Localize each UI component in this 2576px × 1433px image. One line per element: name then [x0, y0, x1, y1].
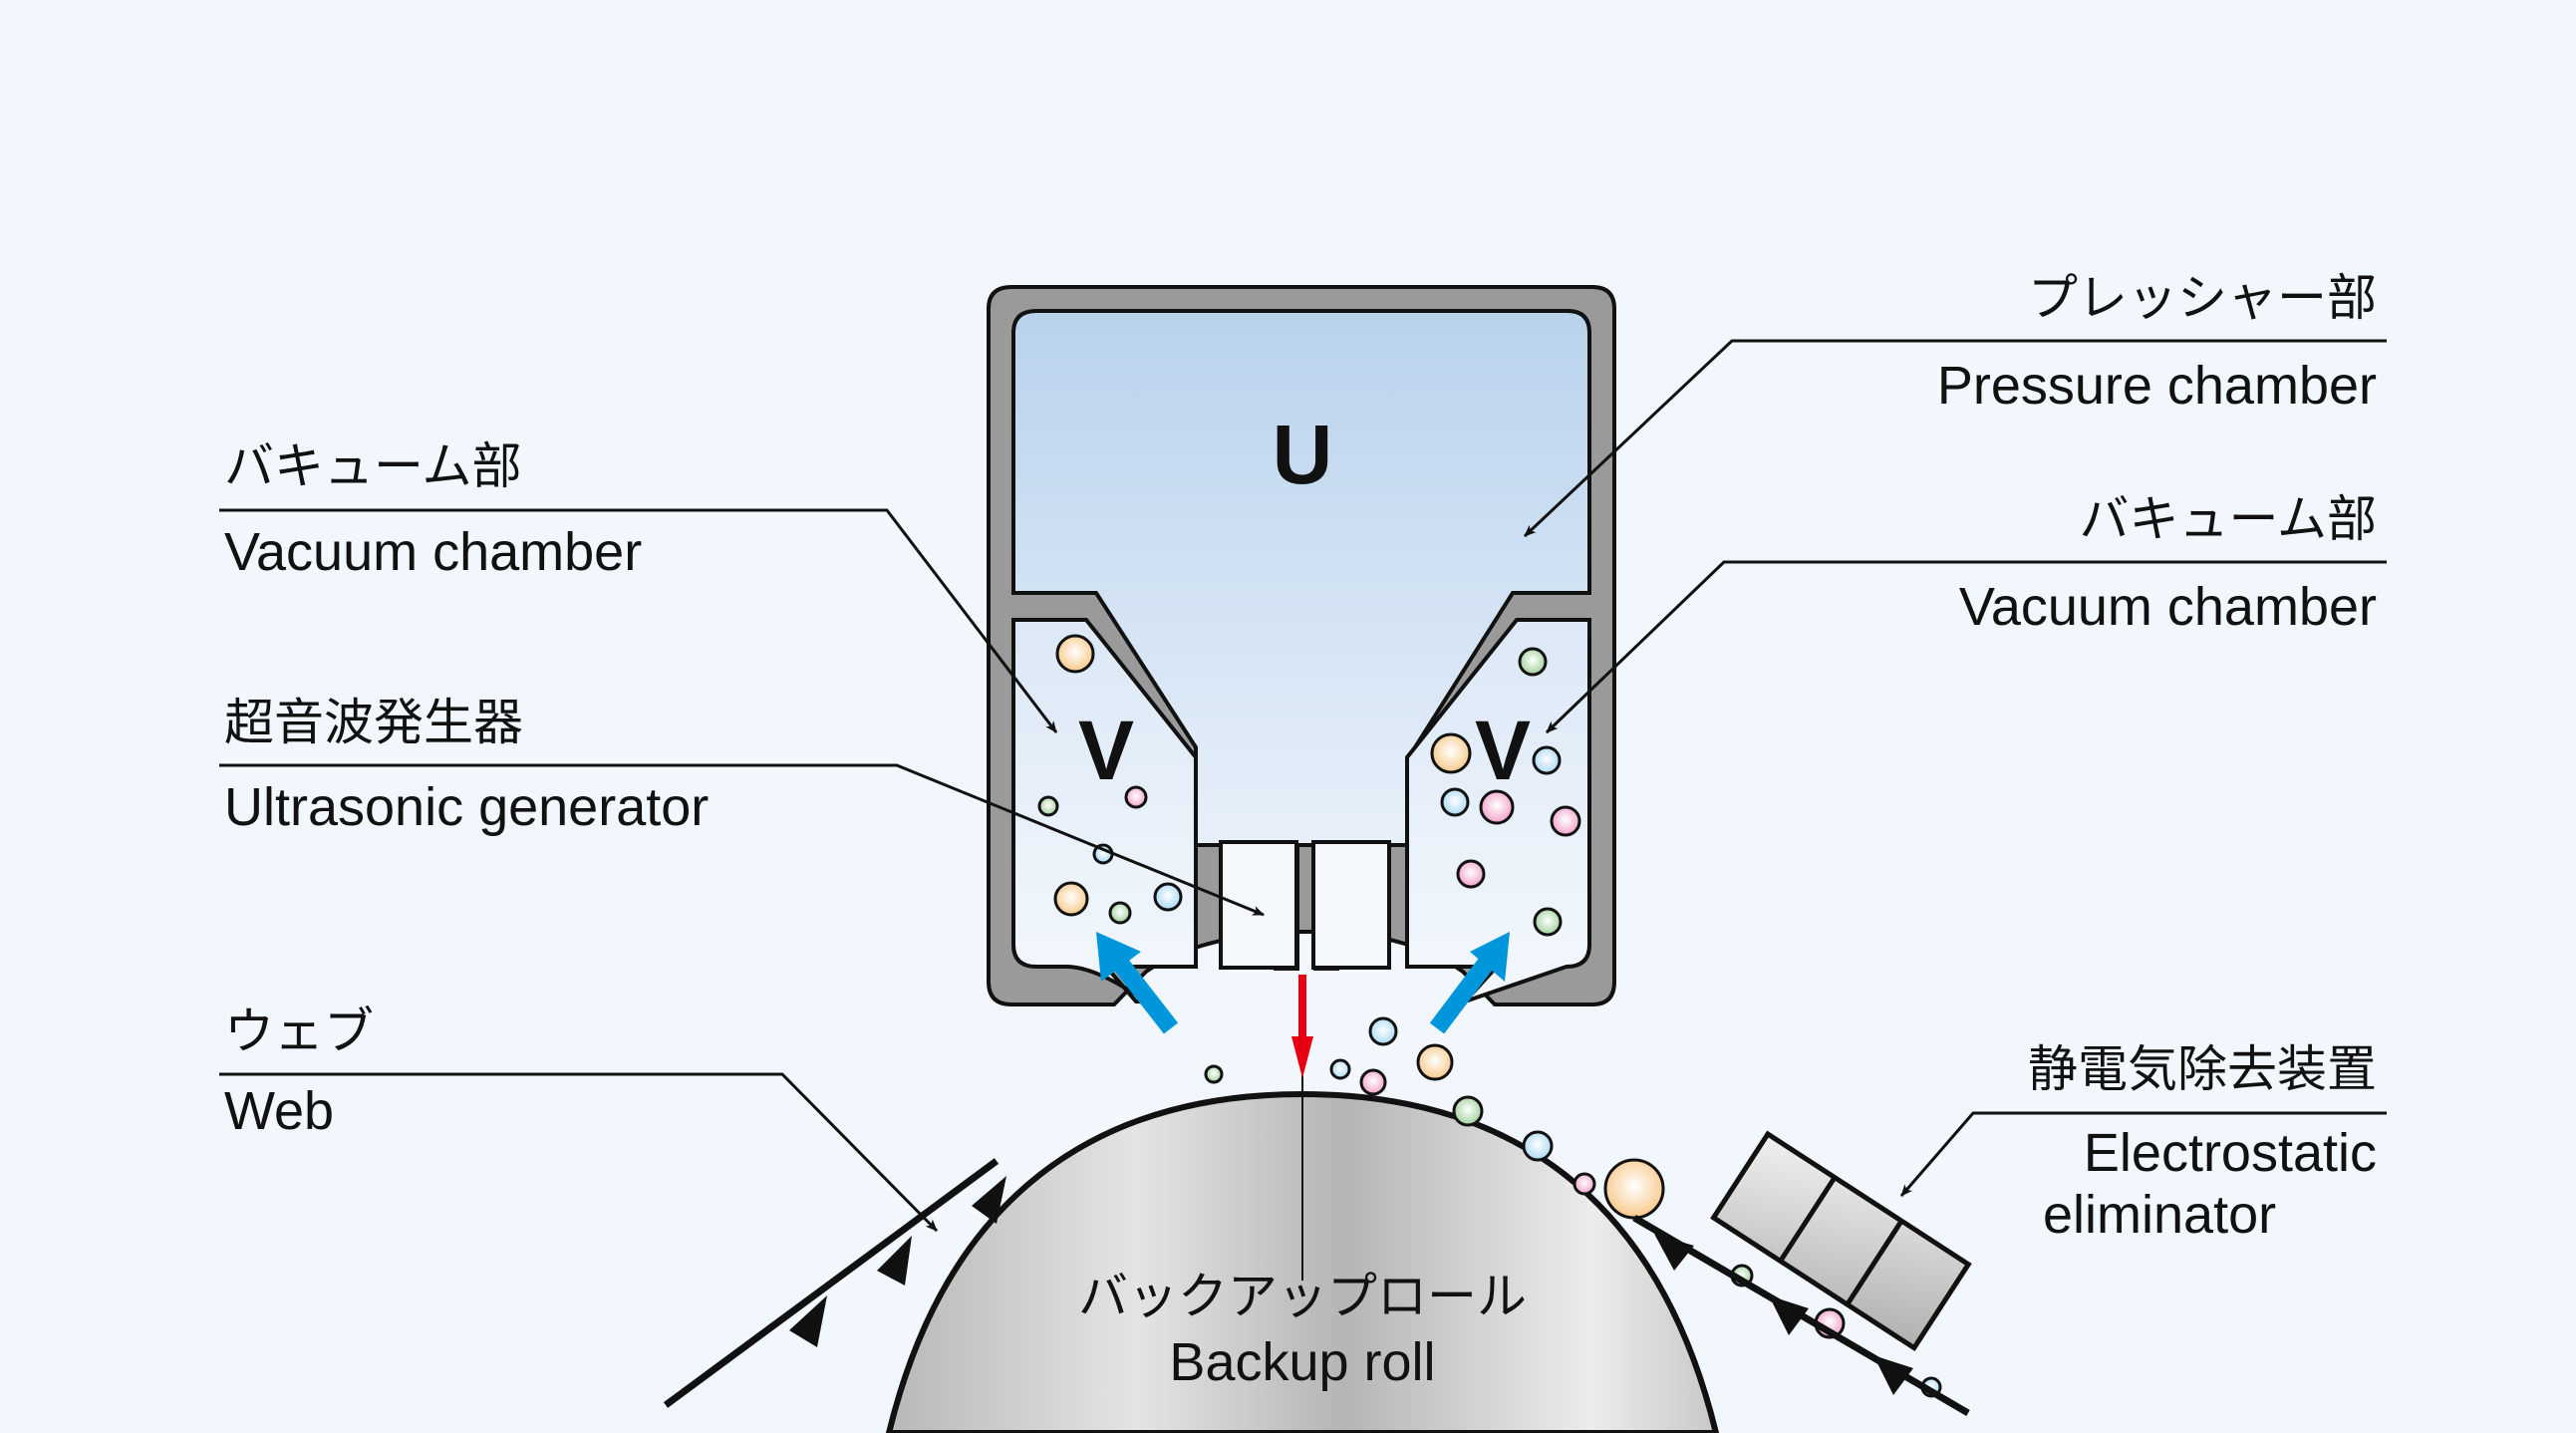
label-pressure: プレッシャー部 Pressure chamber [1937, 269, 2377, 416]
label-ultrasonic-jp: 超音波発生器 [224, 694, 523, 751]
label-pressure-jp: プレッシャー部 [2028, 269, 2377, 327]
leader-lines [219, 339, 2387, 1233]
label-vacuum-left-en: Vacuum chamber [224, 522, 642, 582]
label-eliminator-en-2: eliminator [2043, 1185, 2276, 1245]
vacuum-chamber-right-letter: V [1475, 704, 1531, 797]
suction-arrow-left [1096, 932, 1179, 1034]
label-vacuum-right-jp: バキューム部 [2080, 490, 2378, 548]
backup-roll [885, 1071, 1720, 1433]
label-ultrasonic-en: Ultrasonic generator [224, 777, 709, 837]
label-vacuum-left: バキューム部 Vacuum chamber [224, 437, 642, 582]
label-ultrasonic: 超音波発生器 Ultrasonic generator [224, 694, 709, 837]
label-backup-roll-jp: バックアップロール [1078, 1268, 1527, 1325]
label-backup-roll-en: Backup roll [1169, 1332, 1435, 1392]
web-right [1632, 1214, 1970, 1417]
suction-arrow-right [1429, 932, 1510, 1034]
label-web-en: Web [224, 1081, 334, 1141]
air-jet-arrow [1291, 975, 1313, 1078]
label-vacuum-left-jp: バキューム部 [224, 437, 522, 495]
label-pressure-en: Pressure chamber [1937, 356, 2377, 416]
vacuum-chamber-left-letter: V [1078, 704, 1134, 797]
label-backup-roll: バックアップロール Backup roll [1078, 1268, 1527, 1392]
web-left [663, 1158, 1006, 1408]
label-vacuum-right-en: Vacuum chamber [1959, 577, 2377, 637]
ultrasonic-generator-right [1311, 840, 1391, 970]
label-web: ウェブ Web [224, 1003, 374, 1141]
particles [1037, 634, 1942, 1398]
pressure-chamber-letter: U [1273, 408, 1333, 501]
label-eliminator: 静電気除去装置 Electrostatic eliminator [2028, 1040, 2377, 1245]
ultrasonic-generator-left [1219, 840, 1298, 970]
label-web-jp: ウェブ [224, 1003, 374, 1060]
electrostatic-eliminator [1710, 1130, 1972, 1352]
label-vacuum-right: バキューム部 Vacuum chamber [1959, 490, 2377, 637]
label-eliminator-jp: 静電気除去装置 [2028, 1040, 2377, 1098]
label-eliminator-en-1: Electrostatic [2084, 1123, 2377, 1183]
